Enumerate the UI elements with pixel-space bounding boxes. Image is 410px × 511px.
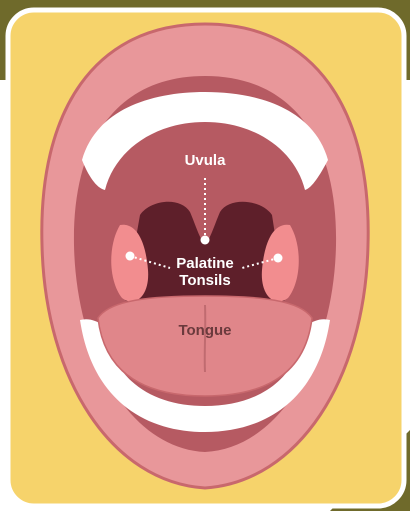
palatine-tonsils-label-line1: Palatine xyxy=(155,255,255,272)
left-tonsil-pointer-dot xyxy=(126,252,135,261)
palatine-tonsils-label: Palatine Tonsils xyxy=(155,255,255,290)
right-tonsil-pointer-dot xyxy=(274,254,283,263)
palatine-tonsils-label-line2: Tonsils xyxy=(155,272,255,289)
uvula-pointer-dot xyxy=(201,236,210,245)
tongue-label: Tongue xyxy=(160,322,250,339)
uvula-label: Uvula xyxy=(160,152,250,169)
